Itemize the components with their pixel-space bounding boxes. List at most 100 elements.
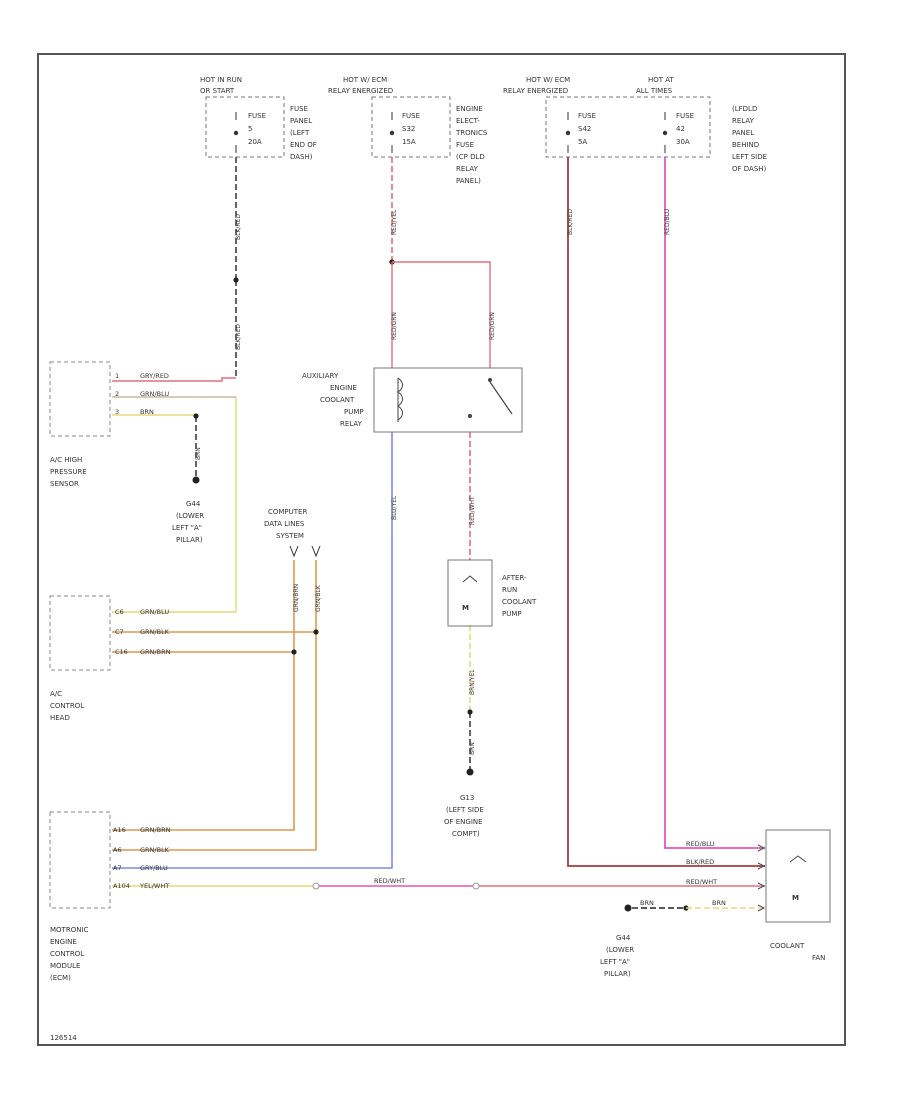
component-name: PUMP (344, 408, 364, 416)
wire-label: RED/WHT (469, 496, 476, 525)
splice-label: DATA LINES (264, 520, 305, 528)
pin-label: A104 (113, 882, 130, 890)
fuse-2-location: ELECT- (456, 117, 480, 125)
pin-label: 3 (115, 408, 119, 416)
fuse-1-location: DASH) (290, 153, 313, 161)
pin-label: C7 (115, 628, 124, 636)
ground-label: G13 (460, 794, 474, 802)
pin-label: C6 (115, 608, 124, 616)
wire-fuse1-to-sensor: BLK/RED BLK/RED (112, 157, 242, 382)
fuse-3-word: FUSE (578, 112, 596, 120)
fuse-block-4-header: HOT AT (648, 76, 675, 84)
ground-label: G44 (616, 934, 631, 942)
wire-fuse2-to-relay: RED/YEL RED/GRN RED/GRN (389, 157, 496, 368)
fuse-2-number: S32 (402, 125, 415, 133)
fuse-1-amperage: 20A (248, 138, 262, 146)
fuse-1-number: 5 (248, 125, 252, 133)
fuse-block-1-header: HOT IN RUN (200, 76, 242, 84)
wire-label: GRN/BRN (293, 584, 300, 612)
wire-data-lines: GRN/BRN GRN/BLK (112, 560, 322, 851)
wire-relay-to-ecm: BLU/YEL (112, 432, 398, 869)
fan-ground-location: G44 (LOWER LEFT "A" PILLAR) (600, 934, 634, 978)
wire-label: BLK/RED (235, 214, 242, 240)
wire-label: GRY/BLU (140, 864, 168, 872)
fuse-3-amperage: 5A (578, 138, 587, 146)
fuse-2-location: (CP DLD (456, 153, 485, 161)
wire-ecm-to-fan: RED/WHT (112, 877, 765, 890)
ac-control-head: C6 C7 C16 GRN/BLU GRN/BLK GRN/BRN A/C CO… (49, 595, 171, 722)
fuse-4-amperage: 30A (676, 138, 690, 146)
component-name: COOLANT (502, 598, 537, 606)
fuse-2-location: TRONICS (455, 129, 488, 137)
fuse-2-location: FUSE (456, 141, 474, 149)
wire-label: RED/GRN (489, 312, 496, 340)
fuse-1-location: FUSE (290, 105, 308, 113)
ground-label: LEFT "A" (600, 958, 630, 966)
pin-label: 2 (115, 390, 119, 398)
wire-label: GRN/BLK (140, 628, 170, 636)
sensor-ground-location: G44 (LOWER LEFT "A" PILLAR) (172, 500, 204, 544)
ground-label: COMPT) (452, 830, 480, 838)
ground-label: OF ENGINE (444, 818, 483, 826)
wire-label: RED/BLU (686, 840, 715, 848)
pin-label: A16 (113, 826, 126, 834)
wire-pump-ground: BRN/YEL BRN (466, 625, 476, 776)
component-name: COOLANT (770, 942, 805, 950)
ground-label: G44 (186, 500, 201, 508)
pump-ground-location: G13 (LEFT SIDE OF ENGINE COMPT) (444, 794, 484, 838)
wire-sensor-ground: BRN (112, 413, 202, 484)
fuse-1-location: PANEL (290, 117, 312, 125)
wire-label: BRN (195, 447, 202, 460)
fuse-block-1-header2: OR START (200, 87, 235, 95)
wire-sensor-to-control-head (112, 396, 237, 613)
pressure-sensor: 1 2 3 GRY/RED GRN/BLU BRN A/C HIGH PRESS… (49, 361, 169, 488)
splice-label: SYSTEM (276, 532, 304, 540)
component-name: A/C (50, 690, 62, 698)
fuse-2-location: PANEL) (456, 177, 481, 185)
wire-fuse4-to-fan: RED/BLU (664, 157, 765, 849)
wire-label: BRN/YEL (469, 669, 476, 695)
wire-label: GRY/RED (140, 372, 169, 380)
wire-label: YEL/WHT (139, 882, 169, 890)
wire-label: BLK/RED (567, 209, 574, 235)
ground-label: (LOWER (176, 512, 204, 520)
pin-label: C16 (115, 648, 128, 656)
coolant-fan: M RED/BLU BLK/RED RED/WHT COOLANT FAN (686, 829, 831, 962)
wire-label: BLK/RED (235, 324, 242, 350)
svg-text:M: M (792, 894, 799, 902)
wire-label: RED/BLU (664, 209, 671, 235)
ground-label: PILLAR) (604, 970, 631, 978)
fuse-1-location: END OF (290, 141, 317, 149)
component-name: ENGINE (50, 938, 77, 946)
wire-label: BRN (140, 408, 154, 416)
fuse-4-number: 42 (676, 125, 685, 133)
wire-label: GRN/BLK (315, 584, 322, 612)
fuse-4-location: (LFDLD (732, 105, 757, 113)
pin-label: 1 (115, 372, 119, 380)
ground-label: (LOWER (606, 946, 634, 954)
component-name: SENSOR (50, 480, 79, 488)
fuse-2-amperage: 15A (402, 138, 416, 146)
component-name: AUXILIARY (302, 372, 339, 380)
component-name: RUN (502, 586, 517, 594)
data-lines-splice: COMPUTER DATA LINES SYSTEM (264, 508, 321, 558)
component-name: A/C HIGH (50, 456, 82, 464)
fuse-2-location: RELAY (456, 165, 479, 173)
diagram-border (37, 53, 846, 1046)
pin-label: A6 (113, 846, 122, 854)
wire-label: GRN/BRN (140, 826, 171, 834)
coolant-pump-relay: AUXILIARY ENGINE COOLANT PUMP RELAY (302, 367, 523, 433)
fuse-4-location: BEHIND (732, 141, 759, 149)
component-name: AFTER- (502, 574, 527, 582)
fuse-4-location: OF DASH) (732, 165, 767, 173)
after-run-coolant-pump: M AFTER- RUN COOLANT PUMP (447, 559, 537, 627)
fuse-3-number: S42 (578, 125, 591, 133)
wire-label: BRN (469, 742, 476, 755)
fuse-block-2: HOT W/ ECM RELAY ENERGIZED FUSE S32 15A … (328, 76, 488, 185)
component-name: PUMP (502, 610, 522, 618)
fuse-4-location: RELAY (732, 117, 755, 125)
wire-label: BRN (640, 899, 654, 907)
fuse-block-3: HOT W/ ECM RELAY ENERGIZED FUSE S42 5A (503, 76, 711, 158)
wire-fan-ground: BRN BRN (624, 899, 765, 912)
